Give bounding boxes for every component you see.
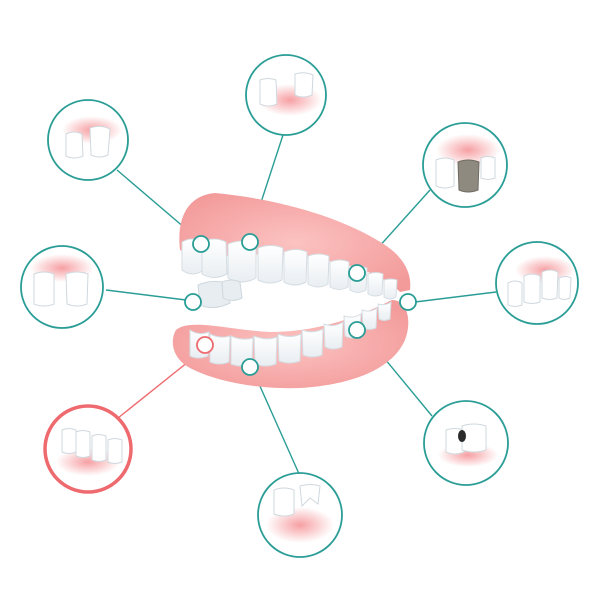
upper-gum: [179, 193, 411, 292]
callout-broken-tooth-bottom[interactable]: [257, 472, 343, 558]
tooth-icon: [65, 131, 84, 159]
tooth-icon: [61, 428, 77, 454]
marker-discolored-tooth[interactable]: [348, 264, 366, 282]
broken-tooth-icon: [299, 484, 321, 508]
tooth-icon: [480, 156, 496, 180]
marker-crowded-lower-teeth[interactable]: [196, 336, 214, 354]
marker-cavity-tooth[interactable]: [348, 321, 366, 339]
callout-crooked-teeth-right[interactable]: [495, 241, 579, 325]
tooth-icon: [75, 430, 91, 458]
tooth-icon: [273, 487, 295, 517]
discolored-tooth-icon: [457, 159, 480, 193]
tooth-icon: [107, 438, 123, 464]
jaw-illustration: [172, 193, 417, 389]
tooth-icon: [558, 276, 572, 300]
tooth-icon: [523, 273, 541, 304]
marker-crooked-teeth-right[interactable]: [399, 293, 417, 311]
marker-gap-upper-left[interactable]: [192, 235, 210, 253]
connector-spaced-front-teeth: [105, 289, 187, 301]
upper-molars: [197, 279, 243, 309]
marker-spaced-front-teeth[interactable]: [184, 293, 202, 311]
tooth-icon: [541, 269, 559, 300]
callout-cavity-tooth[interactable]: [423, 400, 509, 486]
tooth-icon: [91, 434, 107, 462]
marker-missing-tooth-top[interactable]: [241, 233, 259, 251]
tooth-icon: [507, 280, 523, 307]
cavity-hole: [458, 430, 466, 442]
tooth-icon: [89, 125, 111, 158]
tooth-icon: [259, 78, 278, 107]
callout-missing-tooth-top[interactable]: [245, 54, 327, 136]
callout-discolored-tooth[interactable]: [422, 122, 508, 208]
tooth-icon: [33, 271, 55, 307]
callout-gap-upper-left[interactable]: [47, 99, 129, 181]
tooth-icon: [65, 271, 89, 307]
cavity-tooth-icon: [461, 423, 487, 453]
callout-spaced-front-teeth[interactable]: [20, 245, 104, 329]
connector-broken-tooth-bottom: [254, 374, 301, 477]
tooth-icon: [294, 72, 314, 98]
tooth-icon: [435, 157, 455, 189]
jaw-markers: [184, 233, 417, 376]
mouth-interior: [215, 287, 345, 323]
connector-crooked-teeth-right: [414, 291, 497, 303]
callout-crowded-lower-teeth[interactable]: [43, 404, 133, 494]
marker-broken-tooth-bottom[interactable]: [241, 358, 259, 376]
